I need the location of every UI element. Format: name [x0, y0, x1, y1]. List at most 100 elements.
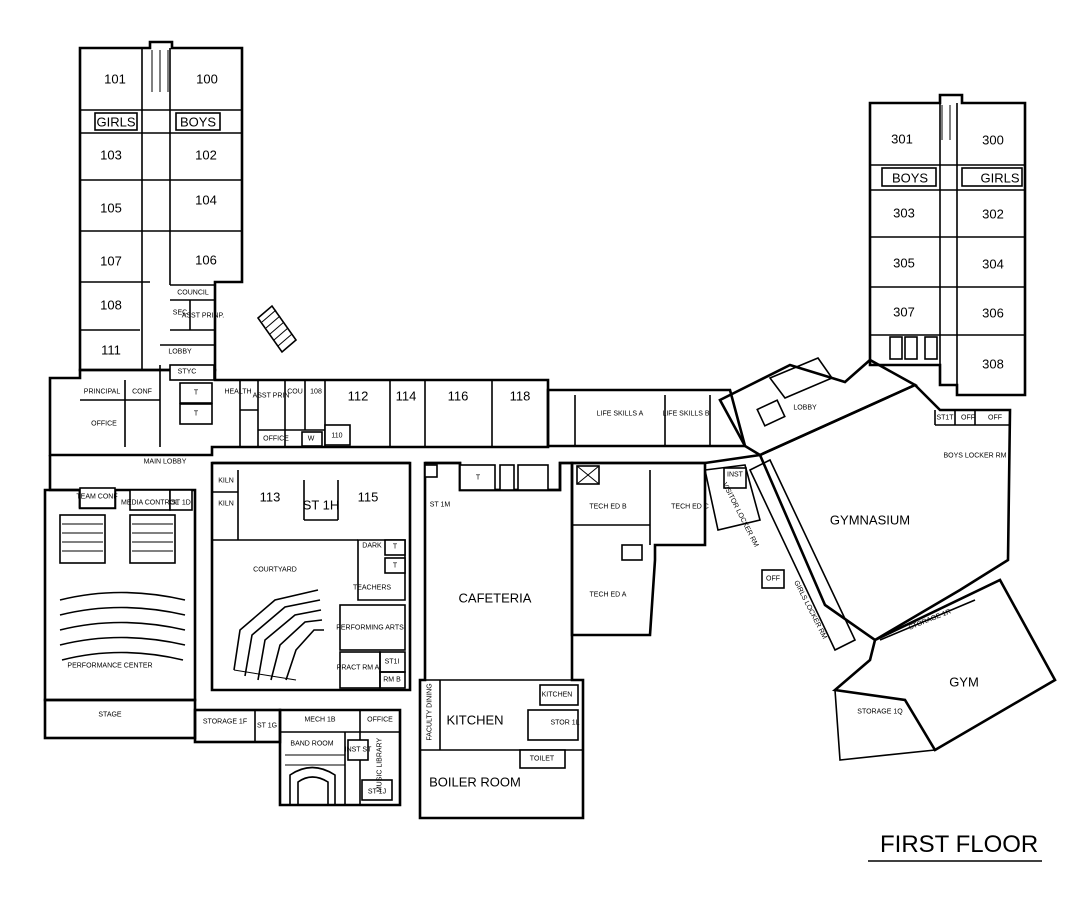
room-106: 106: [195, 253, 217, 268]
floor-title: FIRST FLOOR: [880, 831, 1038, 858]
storage-1l: STOR 1L: [550, 720, 579, 727]
inst-room: INST: [727, 472, 744, 479]
restroom-girls-east: GIRLS: [980, 171, 1019, 186]
room-100: 100: [196, 72, 218, 87]
performance-center: PERFORMANCE CENTER: [67, 663, 152, 670]
courtyard-walls: [210, 461, 412, 692]
restroom-girls-west: GIRLS: [96, 115, 135, 130]
tech-ed-a: TECH ED A: [590, 592, 627, 599]
band-room-walls: [193, 708, 402, 807]
gymnasium-walls: [748, 383, 1057, 761]
room-305: 305: [893, 256, 915, 271]
courtyard: COURTYARD: [253, 567, 297, 574]
toilet-cafe: T: [476, 475, 481, 482]
stair-1i: ST1I: [385, 659, 400, 666]
gym: GYM: [949, 675, 979, 690]
stair-1d: ST 1D: [171, 500, 191, 507]
room-300: 300: [982, 133, 1004, 148]
office-band: OFFICE: [367, 717, 393, 724]
visitor-locker-room: VISITOR LOCKER RM: [721, 482, 760, 549]
room-303: 303: [893, 206, 915, 221]
toilet-admin-1: T: [194, 390, 199, 397]
stair-1h: ST 1H: [303, 498, 340, 513]
health-room: HEALTH: [224, 389, 251, 396]
cafeteria-walls: [418, 461, 585, 820]
life-skills-a: LIFE SKILLS A: [597, 411, 644, 418]
conference-room: CONF: [132, 389, 152, 396]
visitor-locker-walls: [704, 464, 785, 589]
tech-ed-b: TECH ED B: [589, 504, 627, 511]
instrument-storage: INST ST: [345, 747, 372, 754]
life-skills-walls: [546, 388, 747, 448]
band-room: BAND ROOM: [290, 741, 333, 748]
stair-1g: ST 1G: [257, 723, 277, 730]
east-lobby-walls: [718, 357, 918, 457]
kitchen: KITCHEN: [446, 713, 503, 728]
stair-1m: ST 1M: [430, 502, 451, 509]
room-308: 308: [982, 357, 1004, 372]
team-conference: TEAM CONF: [76, 494, 117, 501]
room-105: 105: [100, 201, 122, 216]
main-lobby: MAIN LOBBY: [144, 459, 187, 466]
room-304: 304: [982, 257, 1004, 272]
asst-principal-2: ASST PRIN: [253, 393, 290, 400]
tech-ed-c: TECH ED C: [671, 504, 709, 511]
restroom-boys-east: BOYS: [892, 171, 928, 186]
faculty-dining: FACULTY DINING: [427, 683, 434, 740]
room-112: 112: [348, 389, 369, 404]
toilet-teachers-2: T: [393, 563, 398, 570]
kiln-1: KILN: [218, 478, 234, 485]
boiler-room: BOILER ROOM: [429, 775, 521, 790]
toilet-kitchen: TOILET: [530, 756, 555, 763]
dark-room: DARK: [362, 543, 382, 550]
council-room: COUNCIL: [177, 290, 209, 297]
restroom-boys-west: BOYS: [180, 115, 216, 130]
kiln-2: KILN: [218, 501, 234, 508]
office-admin: OFFICE: [91, 421, 117, 428]
room-301: 301: [891, 132, 913, 147]
stage: STAGE: [98, 712, 122, 719]
room-b: RM B: [383, 677, 401, 684]
office-health: OFFICE: [263, 436, 289, 443]
performance-center-walls: [43, 487, 197, 740]
office-locker: OFF: [766, 576, 780, 583]
room-104: 104: [195, 193, 217, 208]
office-gym-1: OFF: [961, 415, 975, 422]
room-116: 116: [448, 389, 469, 404]
storage-1f: STORAGE 1F: [203, 719, 247, 726]
room-102: 102: [195, 148, 217, 163]
room-307: 307: [893, 305, 915, 320]
cafeteria: CAFETERIA: [459, 591, 532, 606]
toilet-teachers-1: T: [393, 544, 398, 551]
stair-1j: ST 1J: [368, 789, 386, 796]
tech-ed-walls: [570, 461, 707, 637]
lobby-west: LOBBY: [168, 349, 192, 356]
sec-room: SEC: [173, 310, 187, 317]
seating-rows: [59, 523, 186, 661]
band-risers: [285, 754, 345, 805]
east-wing-walls: [868, 93, 1027, 397]
office-gym-2: OFF: [988, 415, 1002, 422]
admin-block-walls: [48, 364, 550, 457]
teachers-room: TEACHERS: [353, 585, 391, 592]
room-113: 113: [260, 490, 281, 505]
stair-admin: [256, 304, 298, 354]
room-118: 118: [510, 389, 531, 404]
performing-arts: PERFORMING ARTS: [336, 625, 404, 632]
room-302: 302: [982, 207, 1004, 222]
room-115: 115: [358, 490, 379, 505]
music-library: MUSIC LIBRARY: [377, 738, 384, 793]
practice-room-a: PRACT RM A: [337, 665, 380, 672]
life-skills-b: LIFE SKILLS B: [662, 411, 709, 418]
toilet-admin-2: T: [194, 411, 199, 418]
room-108-small: 108: [310, 389, 322, 396]
room-107: 107: [100, 254, 122, 269]
asst-principal-room: ASST PRINP.: [182, 313, 225, 320]
room-306: 306: [982, 306, 1004, 321]
courtyard-ramp: [233, 589, 324, 681]
stair-1t: ST1T: [936, 415, 954, 422]
mech-1b: MECH 1B: [304, 717, 335, 724]
room-114: 114: [396, 389, 417, 404]
girls-locker-room: GIRLS LOCKER RM: [792, 580, 828, 641]
